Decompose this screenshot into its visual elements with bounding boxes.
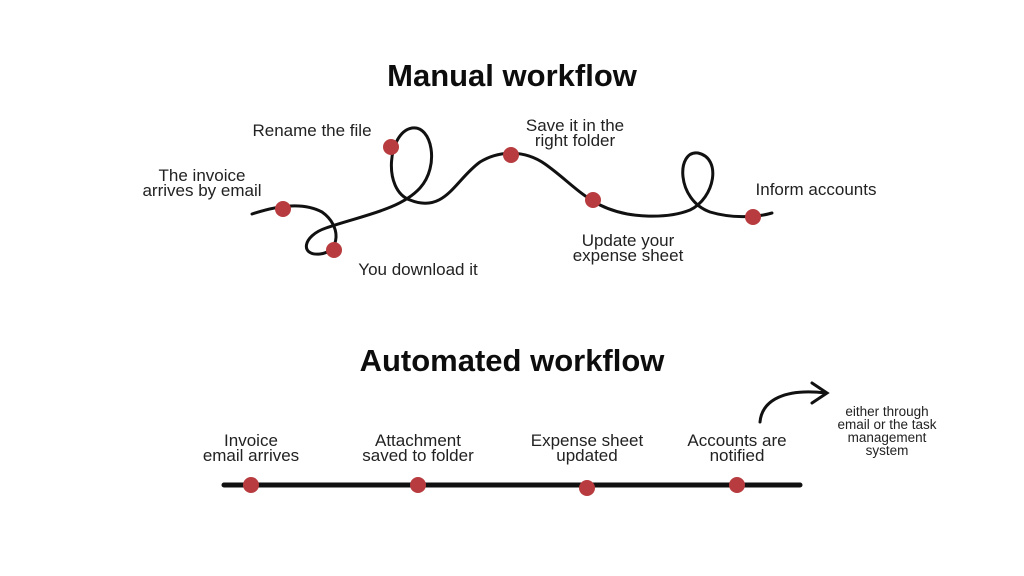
manual-step-label: Rename the file (252, 121, 372, 140)
manual-step-dot (503, 147, 519, 163)
automated-step-dot (729, 477, 745, 493)
manual-path (250, 126, 774, 256)
manual-step-label: Inform accounts (755, 180, 877, 199)
manual-step-dot (383, 139, 399, 155)
manual-workflow-title: Manual workflow (387, 58, 637, 93)
automated-step-dot (410, 477, 426, 493)
manual-step-dot (745, 209, 761, 225)
automated-workflow-title: Automated workflow (359, 343, 665, 378)
manual-step-label: You download it (358, 260, 478, 279)
automated-step-dot (579, 480, 595, 496)
manual-step-dot (275, 201, 291, 217)
automated-step-dot (243, 477, 259, 493)
arrow-icon (758, 381, 830, 424)
manual-step-dot (585, 192, 601, 208)
manual-step-dot (326, 242, 342, 258)
